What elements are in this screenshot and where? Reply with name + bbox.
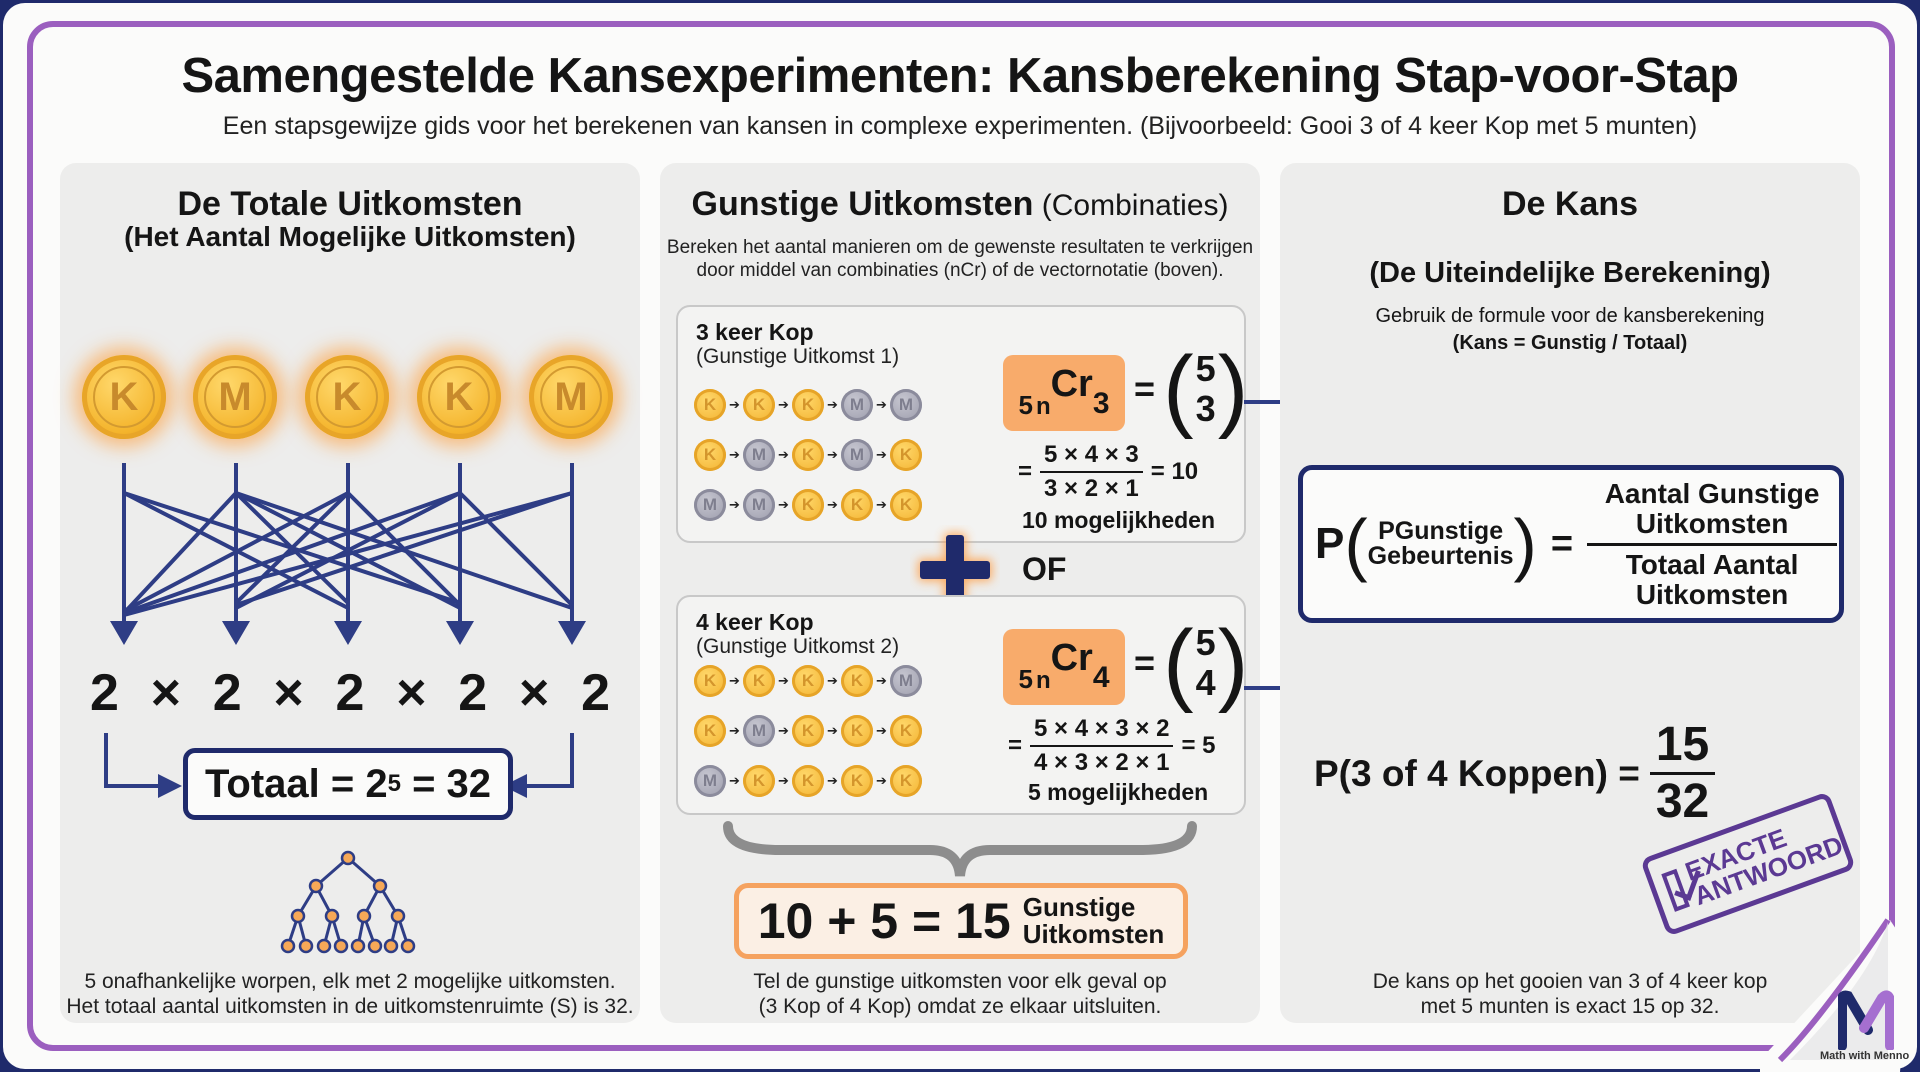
case-4-heads: 4 keer Kop (Gunstige Uitkomst 2) K➔ K➔ K… [676,595,1249,815]
plus-icon [918,533,992,607]
panel-caption: 5 onafhankelijke worpen, elk met 2 mogel… [66,970,634,1018]
coin-icon: M [529,355,613,439]
panel-title: De Kans [1501,185,1639,223]
coin-sequence: M➔ K➔ K➔ K➔ K [694,765,922,797]
panel-favorable-outcomes: Gunstige Uitkomsten (Combinaties) Bereke… [660,163,1260,1023]
panel-caption: Tel de gunstige uitkomsten voor elk geva… [753,970,1167,1018]
coin-icon: K [417,355,501,439]
coin-icon: K [305,355,389,439]
case-3-heads: 3 keer Kop (Gunstige Uitkomst 1) K➔ K➔ K… [676,305,1249,543]
coin-sequence: K➔ M➔ K➔ K➔ K [694,715,922,747]
merge-arrows [104,733,574,798]
branch-lines-diagram [110,463,586,645]
panel-subtitle: (De Uiteindelijke Berekening) [1369,257,1771,289]
coin-icon: K [82,355,166,439]
math-with-menno-logo-icon [1838,990,1894,1050]
page-title: Samengestelde Kansexperimenten: Kansbere… [181,49,1740,103]
or-label: OF [1022,551,1067,587]
panel-total-outcomes: De Totale Uitkomsten (Het Aantal Mogelij… [60,163,640,1023]
coin-sequence: K➔ K➔ K➔ K➔ M [694,665,922,697]
factor-row: 2× 2× 2× 2× 2 [90,664,610,722]
panel-probability: De Kans (De Uiteindelijke Berekening) Ge… [1280,163,1860,1023]
count-label: 5 mogelijkheden [1028,779,1209,805]
panel-description: Gebruik de formule voor de kansberekenin… [1375,305,1765,354]
panel-caption: De kans op het gooien van 3 of 4 keer ko… [1372,970,1768,1018]
brand-name: Math with Menno [1820,1050,1910,1062]
panel-subtitle: (Het Aantal Mogelijke Uitkomsten) [124,221,576,252]
count-label: 10 mogelijkheden [1022,507,1216,533]
panel-title: De Totale Uitkomsten [177,185,523,223]
coin-sequence: K➔ K➔ K➔ M➔ M [694,389,922,421]
coin-sequence: K➔ M➔ K➔ M➔ K [694,439,922,471]
coin-icon: M [193,355,277,439]
curly-brace-icon [723,821,1197,877]
page-subtitle: Een stapsgewijze gids voor het berekenen… [222,112,1698,140]
panel-title: Gunstige Uitkomsten (Combinaties) [691,185,1229,223]
checkbox-check-icon [1661,868,1691,912]
coin-sequence: M➔ M➔ K➔ K➔ K [694,489,922,521]
tree-diagram-icon [280,850,416,954]
panel-description: Bereken het aantal manieren om de gewens… [666,237,1254,281]
